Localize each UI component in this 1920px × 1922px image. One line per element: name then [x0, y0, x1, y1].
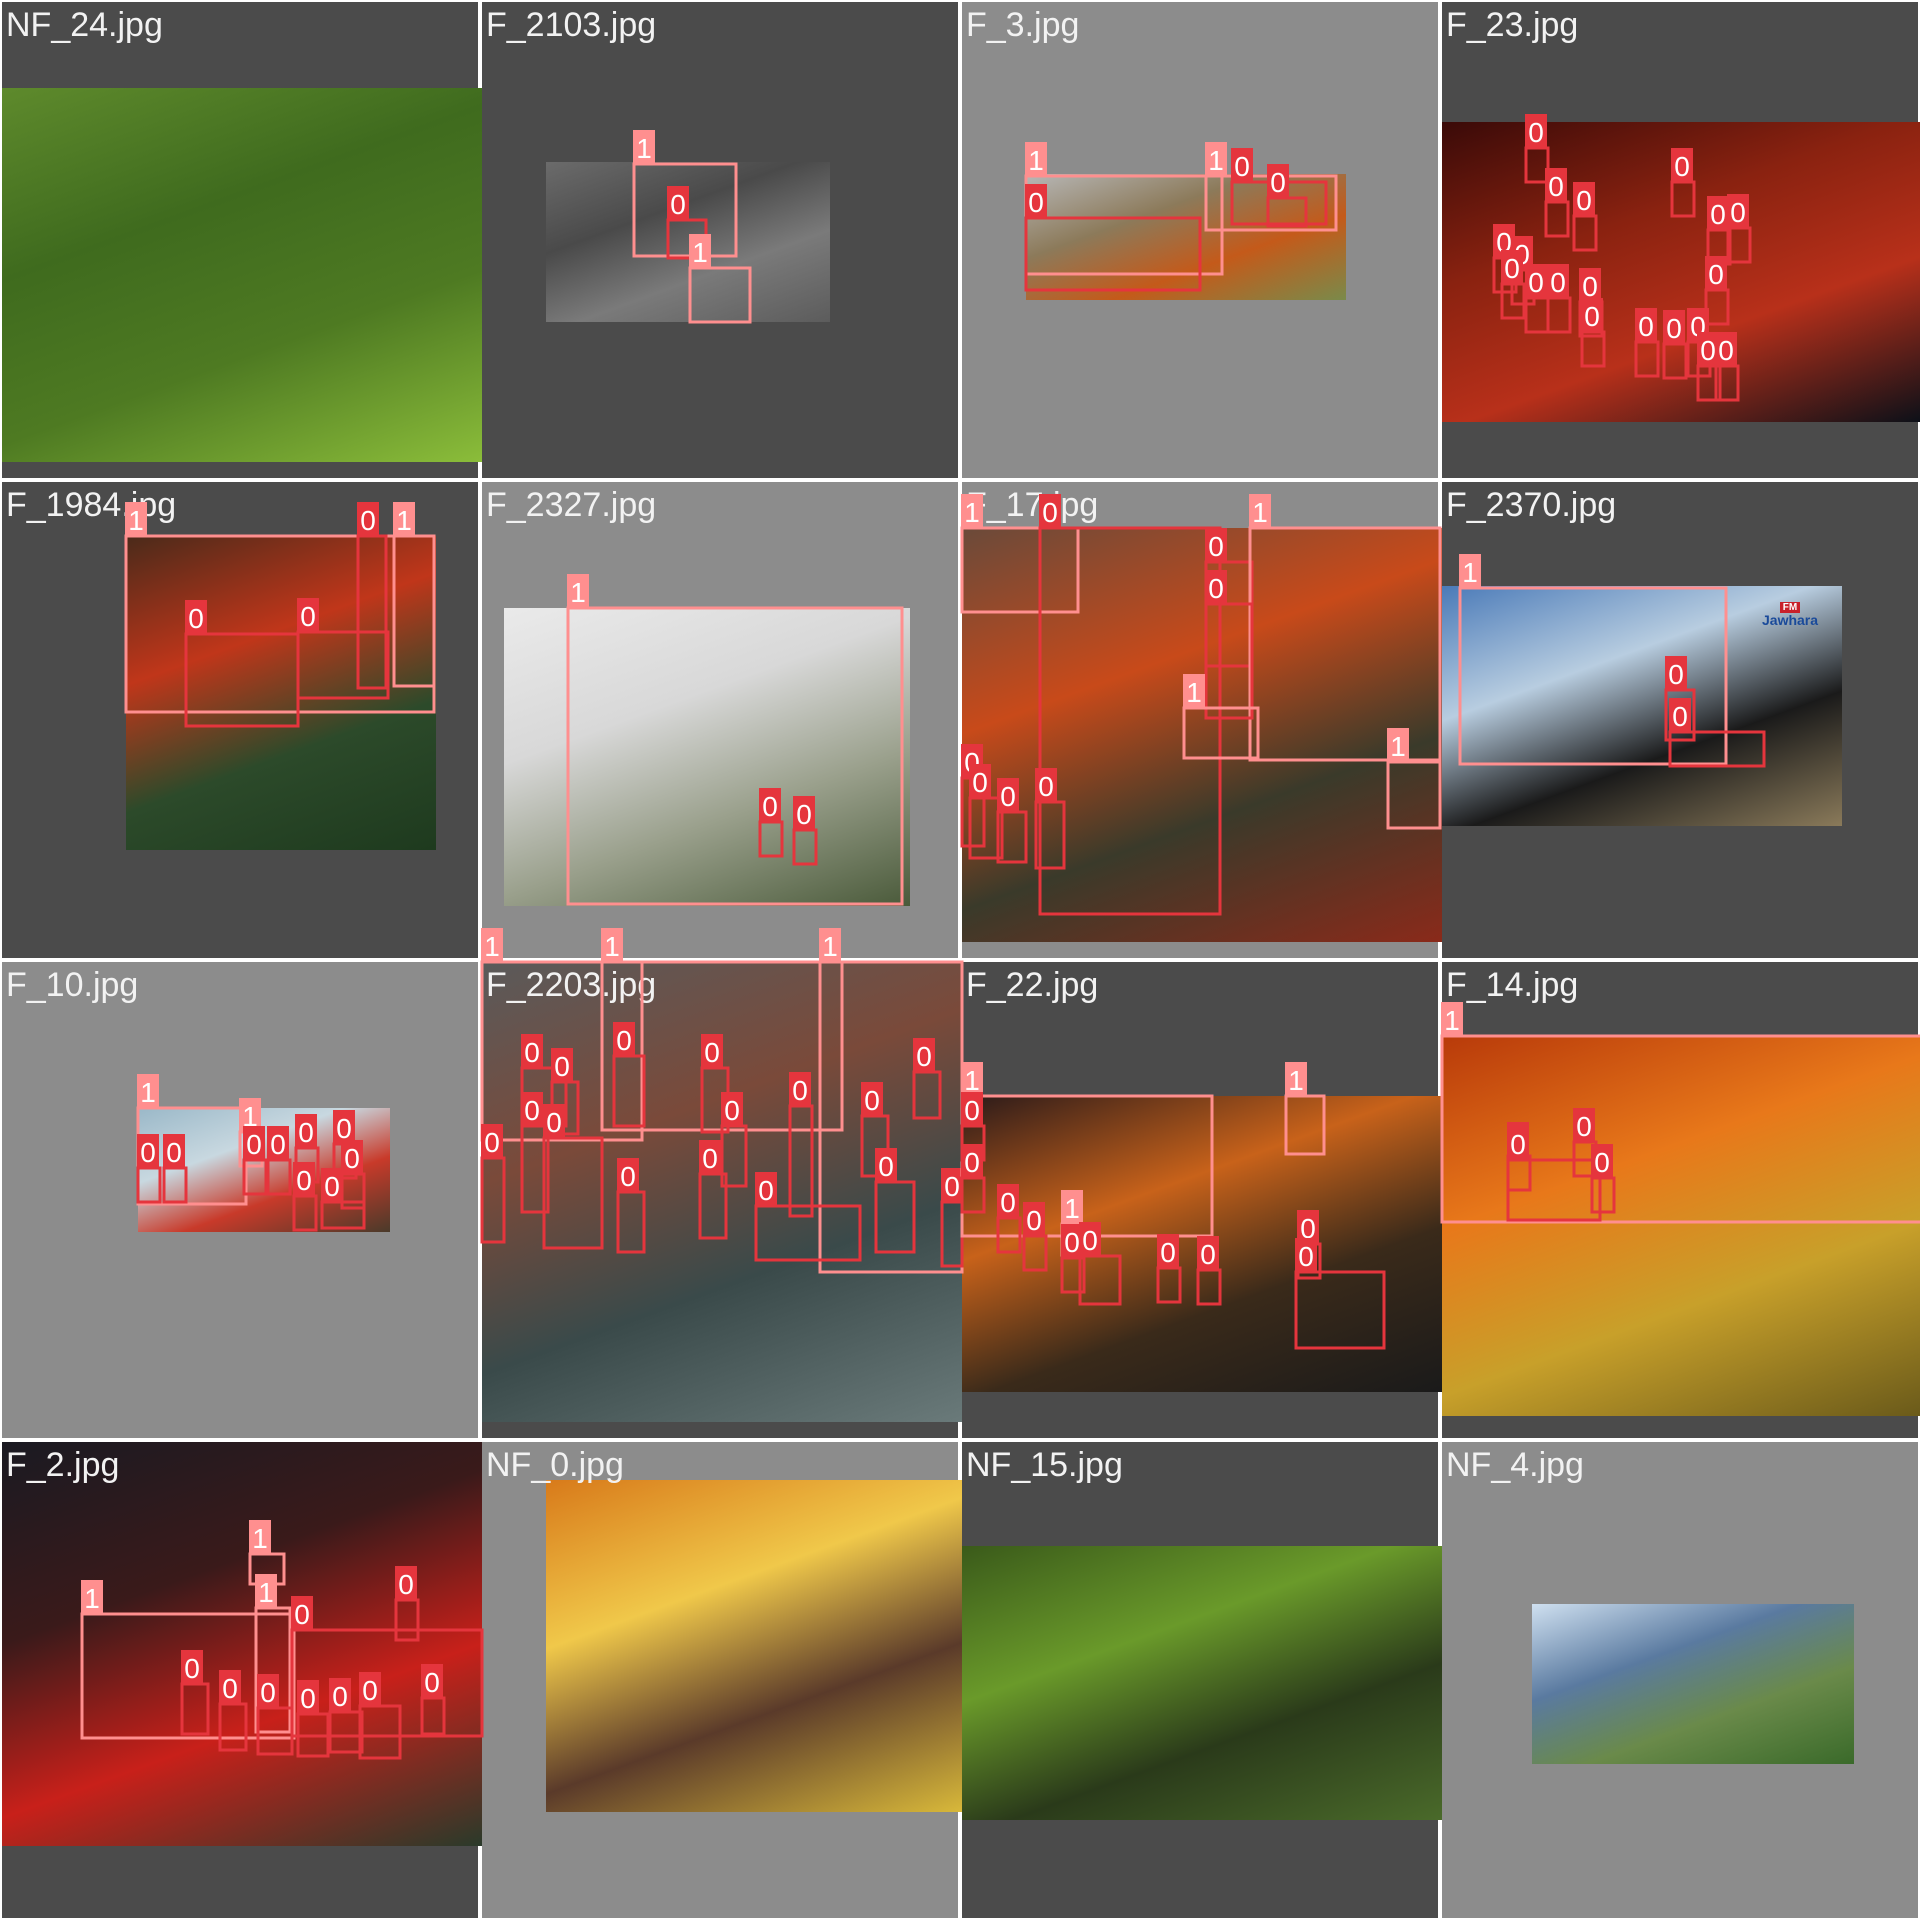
tile-filename: F_22.jpg [966, 966, 1099, 1004]
tile-photo [126, 536, 436, 850]
class-tag-bg [1025, 142, 1047, 176]
tile-photo [546, 1480, 962, 1812]
image-tile[interactable]: NF_24.jpg [0, 0, 482, 480]
tile-photo [1532, 1604, 1854, 1764]
tile-photo [2, 1442, 482, 1846]
tile-photo [2, 88, 482, 462]
class-tag-bg [1459, 554, 1481, 588]
tile-filename: F_17.jpg [966, 486, 1099, 524]
tile-filename: NF_4.jpg [1446, 1446, 1584, 1484]
class-tag-label: 1 [570, 577, 586, 608]
tile-filename: F_2103.jpg [486, 6, 657, 44]
tile-filename: F_14.jpg [1446, 966, 1579, 1004]
tile-photo [1442, 122, 1920, 422]
tile-filename: F_1984.jpg [6, 486, 177, 524]
class-tag-bg [1285, 1062, 1307, 1096]
tile-filename: F_2327.jpg [486, 486, 657, 524]
tile-filename: NF_24.jpg [6, 6, 163, 44]
image-tile[interactable]: NF_15.jpg [960, 1440, 1442, 1920]
class-tag-label: 1 [964, 1065, 980, 1096]
class-tag-bg [357, 502, 379, 536]
logo-top-text: FM [1779, 602, 1801, 613]
tile-photo [482, 962, 962, 1422]
class-tag-bg [567, 574, 589, 608]
class-tag-label: 1 [1462, 557, 1478, 588]
class-tag-label: 1 [1288, 1065, 1304, 1096]
tile-filename: F_2370.jpg [1446, 486, 1617, 524]
tile-photo [546, 162, 830, 322]
class-tag-label: 1 [636, 133, 652, 164]
logo-text: Jawhara [1762, 612, 1819, 629]
tile-photo [962, 1096, 1442, 1392]
class-tag-bg [633, 130, 655, 164]
class-tag-label: 1 [1028, 145, 1044, 176]
class-tag-label: 1 [1444, 1005, 1460, 1036]
class-tag-bg [393, 502, 415, 536]
class-tag-label: 1 [396, 505, 412, 536]
tile-filename: F_2203.jpg [486, 966, 657, 1004]
image-tile[interactable]: NF_0.jpg [480, 1440, 962, 1920]
tile-photo [962, 528, 1442, 942]
class-tag-label: 1 [1208, 145, 1224, 176]
tile-photo [138, 1108, 390, 1232]
tile-filename: F_2.jpg [6, 1446, 120, 1484]
tile-filename: F_10.jpg [6, 966, 139, 1004]
tile-filename: F_23.jpg [1446, 6, 1579, 44]
class-tag-bg [961, 1062, 983, 1096]
tile-photo [1442, 1036, 1920, 1416]
class-tag-label: 0 [360, 505, 376, 536]
tile-filename: NF_0.jpg [486, 1446, 624, 1484]
class-tag-bg [1205, 142, 1227, 176]
class-tag-label: 1 [140, 1077, 156, 1108]
tile-photo [504, 608, 910, 906]
tile-filename: NF_15.jpg [966, 1446, 1123, 1484]
tile-photo [962, 1546, 1442, 1820]
class-tag-bg [1441, 1002, 1463, 1036]
class-tag-bg [137, 1074, 159, 1108]
image-tile[interactable]: NF_4.jpg [1440, 1440, 1920, 1920]
class-tag-bg [1249, 494, 1271, 528]
tile-filename: F_3.jpg [966, 6, 1080, 44]
tile-photo [1026, 174, 1346, 300]
class-tag-label: 1 [1252, 497, 1268, 528]
